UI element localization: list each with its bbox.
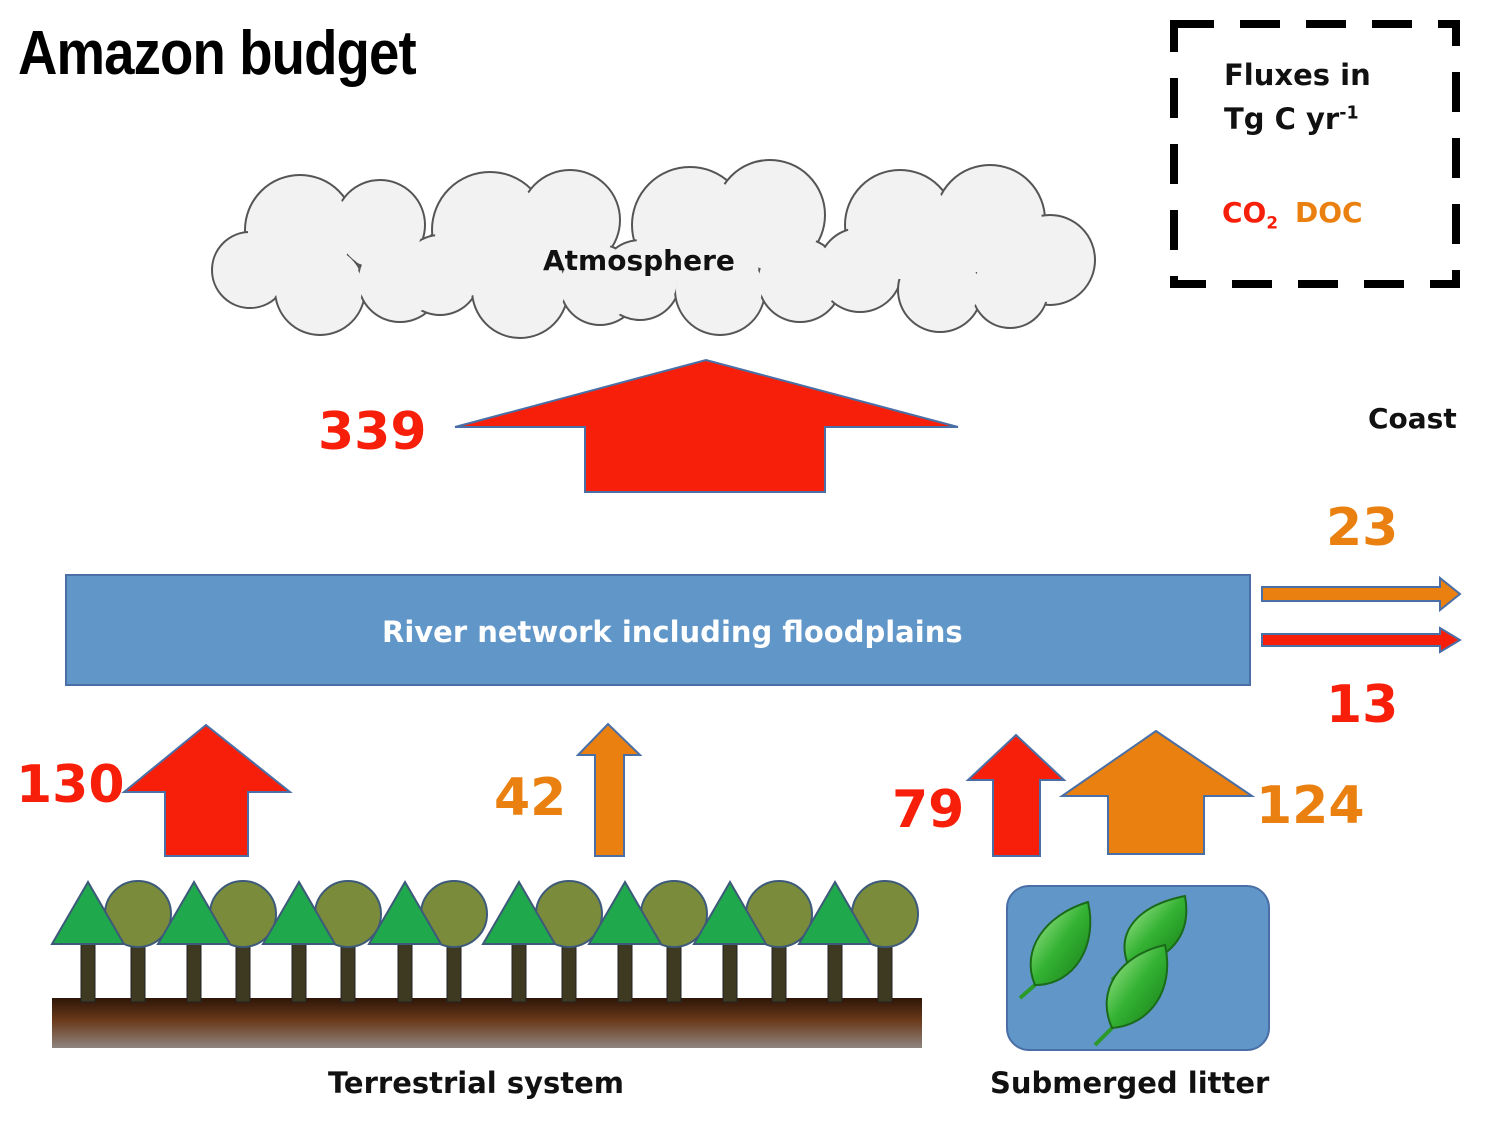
legend-doc: DOC [1295, 196, 1363, 229]
flux-litter-doc: 124 [1256, 776, 1365, 836]
legend-co2-text: CO [1222, 196, 1267, 229]
legend-co2-subscript: 2 [1266, 212, 1279, 233]
flux-coast-doc: 23 [1326, 498, 1399, 558]
page-title: Amazon budget [18, 19, 417, 88]
coast-label: Coast [1368, 402, 1457, 435]
legend-unit-exponent: -1 [1339, 103, 1359, 124]
river-network-box [65, 574, 1251, 686]
leaf-icons [1018, 894, 1188, 1047]
doc-arrow-litter [1058, 729, 1256, 855]
forest-trunks [80, 939, 893, 1003]
legend-co2: CO2 [1222, 196, 1278, 233]
co2-arrow-atmosphere [454, 358, 959, 493]
flux-coast-co2: 13 [1326, 675, 1399, 735]
legend-line-2: Tg C yr-1 [1224, 102, 1359, 136]
doc-arrow-coast [1261, 575, 1462, 613]
terrestrial-system-label: Terrestrial system [328, 1066, 625, 1100]
river-network-label: River network including floodplains [382, 615, 963, 649]
conifer-crowns [50, 880, 873, 945]
flux-terrestrial-doc: 42 [494, 768, 567, 828]
co2-arrow-terrestrial [121, 723, 293, 857]
atmosphere-label: Atmosphere [543, 244, 735, 277]
submerged-litter-label: Submerged litter [990, 1066, 1270, 1100]
legend-unit: Tg C yr [1224, 102, 1340, 136]
co2-arrow-coast [1261, 626, 1462, 654]
broadleaf-crowns [104, 880, 919, 948]
flux-terrestrial-co2: 130 [16, 755, 125, 815]
soil-strip [52, 998, 922, 1048]
doc-arrow-terrestrial [575, 722, 643, 857]
flux-atmosphere-co2: 339 [318, 402, 427, 462]
legend-border [1170, 20, 1460, 288]
legend-line-1: Fluxes in [1224, 58, 1371, 92]
flux-litter-co2: 79 [892, 780, 965, 840]
co2-arrow-litter [965, 733, 1067, 857]
